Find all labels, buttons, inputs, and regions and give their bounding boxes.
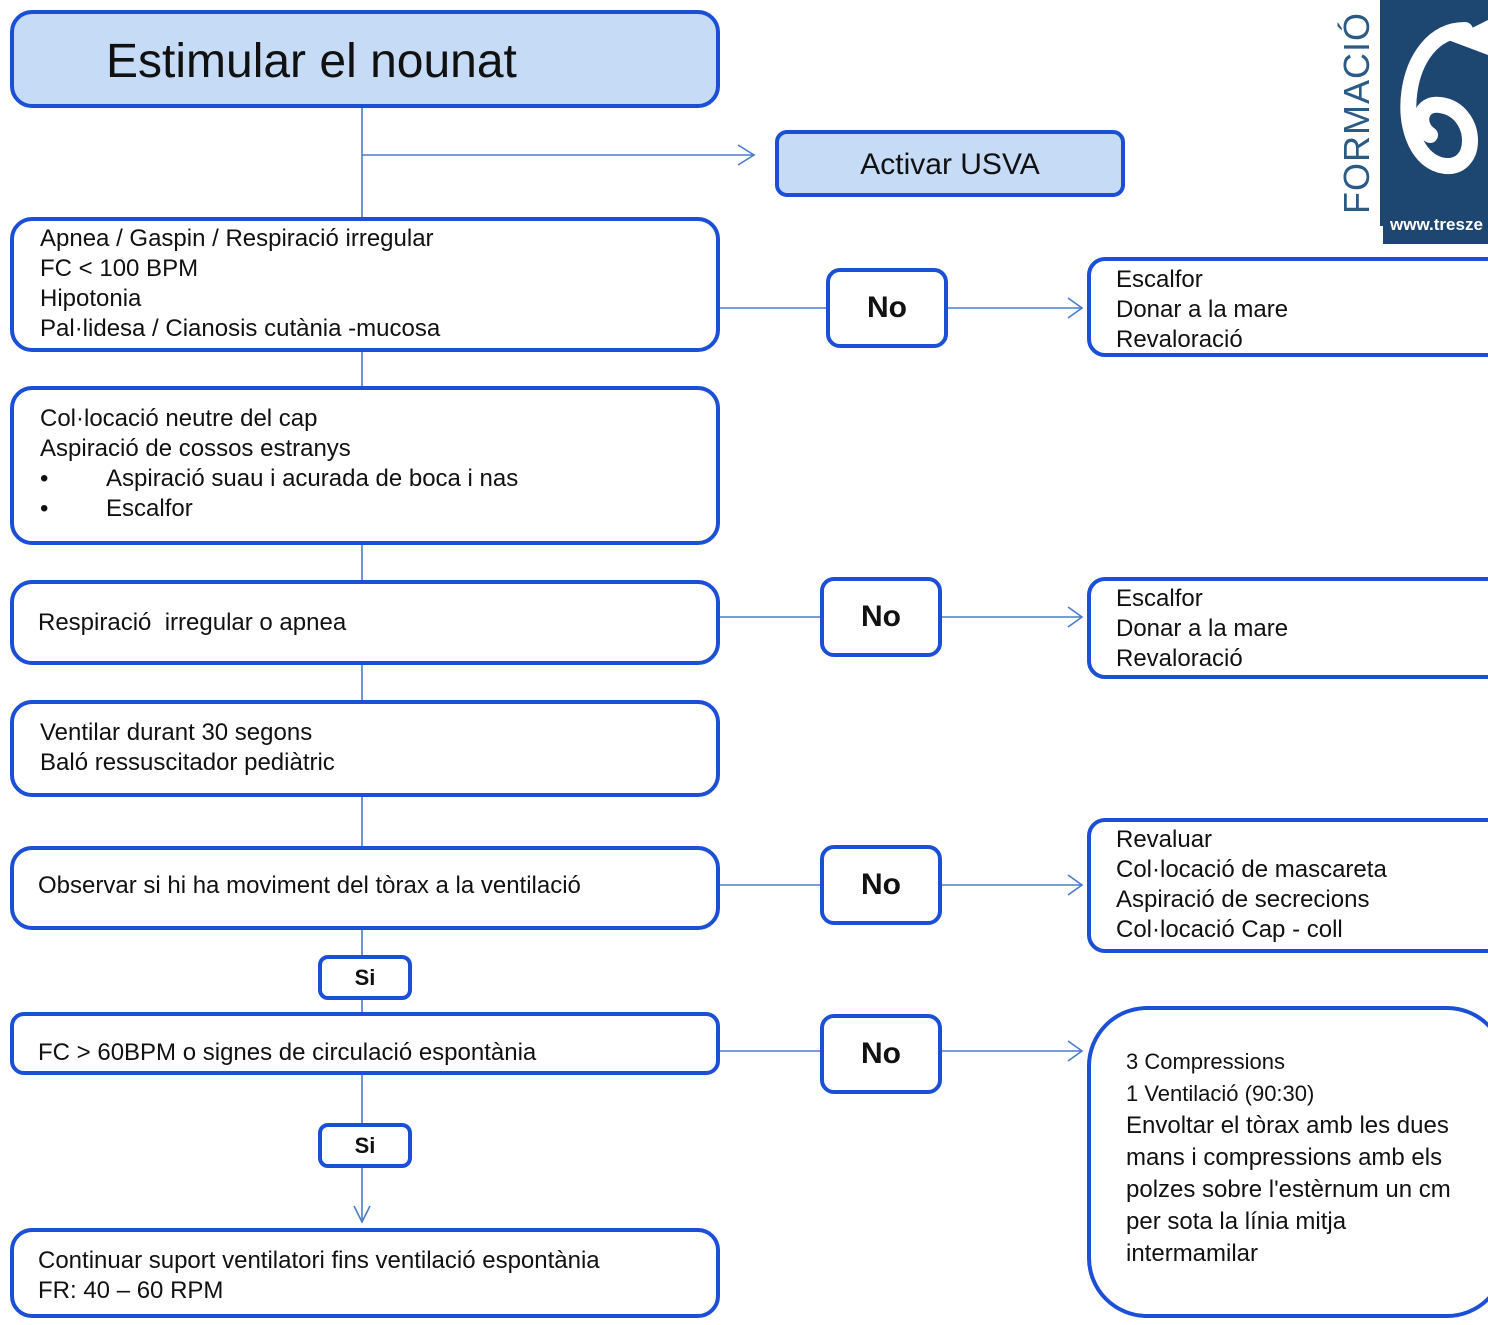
no-label: No: [820, 577, 942, 657]
step-head-position-line: Col·locació neutre del cap: [40, 405, 318, 432]
logo-formacio-text: FORMACIÓ: [1336, 12, 1377, 214]
title-box: [10, 10, 720, 108]
outcome-compressions-line: 3 Compressions: [1126, 1049, 1285, 1074]
logo-emblem-icon: [1380, 0, 1488, 226]
outcome-reevaluate-line: Aspiració de secrecions: [1116, 886, 1370, 913]
step-head-position-bullet: Escalfor: [40, 494, 518, 524]
logo-url: www.tresze: [1383, 206, 1488, 244]
outcome-compressions-line: per sota la línia mitja: [1126, 1208, 1347, 1235]
step-apnea-box: [10, 217, 720, 352]
yes-label: Si: [318, 1123, 412, 1168]
outcome-warmth-box: [1087, 577, 1488, 679]
outcome-warmth-line: Revaloració: [1116, 326, 1243, 353]
outcome-compressions-line: intermamilar: [1126, 1240, 1259, 1267]
outcome-warmth-line: Donar a la mare: [1116, 615, 1289, 642]
no-label: No: [820, 845, 942, 925]
step-continue-support-line: Continuar suport ventilatori fins ventil…: [38, 1247, 600, 1274]
outcome-warmth-text: Escalfor Donar a la mare Revaloració: [1116, 584, 1288, 674]
outcome-reevaluate-line: Col·locació de mascareta: [1116, 856, 1387, 883]
step-apnea-line: FC < 100 BPM: [40, 255, 199, 282]
outcome-warmth-line: Escalfor: [1116, 585, 1203, 612]
outcome-compressions-box: [1087, 1006, 1488, 1318]
step-continue-support-box: [10, 1228, 720, 1318]
outcome-warmth-line: Donar a la mare: [1116, 296, 1289, 323]
outcome-compressions-line: 1 Ventilació (90:30): [1126, 1081, 1315, 1106]
step-apnea-text: Apnea / Gaspin / Respiració irregular FC…: [40, 224, 440, 344]
step-heart-rate-text: FC > 60BPM o signes de circulació espont…: [38, 1039, 537, 1066]
step-heart-rate-box: [10, 1012, 720, 1075]
outcome-warmth-text: Escalfor Donar a la mare Revaloració: [1116, 265, 1288, 355]
outcome-reevaluate-line: Revaluar: [1116, 826, 1213, 853]
outcome-warmth-line: Escalfor: [1116, 266, 1203, 293]
outcome-compressions-line: mans i compressions amb els: [1126, 1144, 1443, 1171]
activate-usva-label: Activar USVA: [860, 148, 1040, 181]
no-label: No: [820, 1014, 942, 1094]
step-ventilate-line: Baló ressuscitador pediàtric: [40, 749, 335, 776]
step-apnea-line: Pal·lidesa / Cianosis cutània -mucosa: [40, 315, 441, 342]
page-title: Estimular el nounat: [106, 35, 517, 88]
step-head-position-bullet: Aspiració suau i acurada de boca i nas: [40, 464, 518, 494]
step-chest-movement-text: Observar si hi ha moviment del tòrax a l…: [38, 872, 581, 899]
step-irregular-breathing-box: [10, 580, 720, 665]
step-head-position-line: Aspiració de cossos estranys: [40, 435, 351, 462]
outcome-compressions-line: Envoltar el tòrax amb les dues: [1126, 1112, 1449, 1139]
step-head-position-text: Col·locació neutre del cap Aspiració de …: [40, 404, 518, 524]
step-chest-movement-box: [10, 846, 720, 930]
step-continue-support-text: Continuar suport ventilatori fins ventil…: [38, 1246, 600, 1306]
formacio-logo: [1330, 0, 1488, 226]
step-apnea-line: Apnea / Gaspin / Respiració irregular: [40, 225, 434, 252]
outcome-warmth-line: Revaloració: [1116, 645, 1243, 672]
outcome-compressions-text: 3 Compressions 1 Ventilació (90:30) Envo…: [1126, 1046, 1451, 1270]
yes-label: Si: [318, 955, 412, 1000]
step-apnea-line: Hipotonia: [40, 285, 142, 312]
outcome-reevaluate-line: Col·locació Cap - coll: [1116, 916, 1343, 943]
step-irregular-breathing-text: Respiració irregular o apnea: [38, 609, 347, 636]
no-label: No: [826, 268, 948, 348]
outcome-reevaluate-text: Revaluar Col·locació de mascareta Aspira…: [1116, 825, 1387, 945]
activate-usva-box: [775, 130, 1125, 197]
step-continue-support-line: FR: 40 – 60 RPM: [38, 1277, 224, 1304]
step-ventilate-text: Ventilar durant 30 segons Baló ressuscit…: [40, 718, 335, 778]
outcome-compressions-line: polzes sobre l'estèrnum un cm: [1126, 1176, 1451, 1203]
step-ventilate-line: Ventilar durant 30 segons: [40, 719, 313, 746]
outcome-warmth-box: [1087, 257, 1488, 357]
outcome-reevaluate-box: [1087, 818, 1488, 953]
step-ventilate-box: [10, 700, 720, 797]
